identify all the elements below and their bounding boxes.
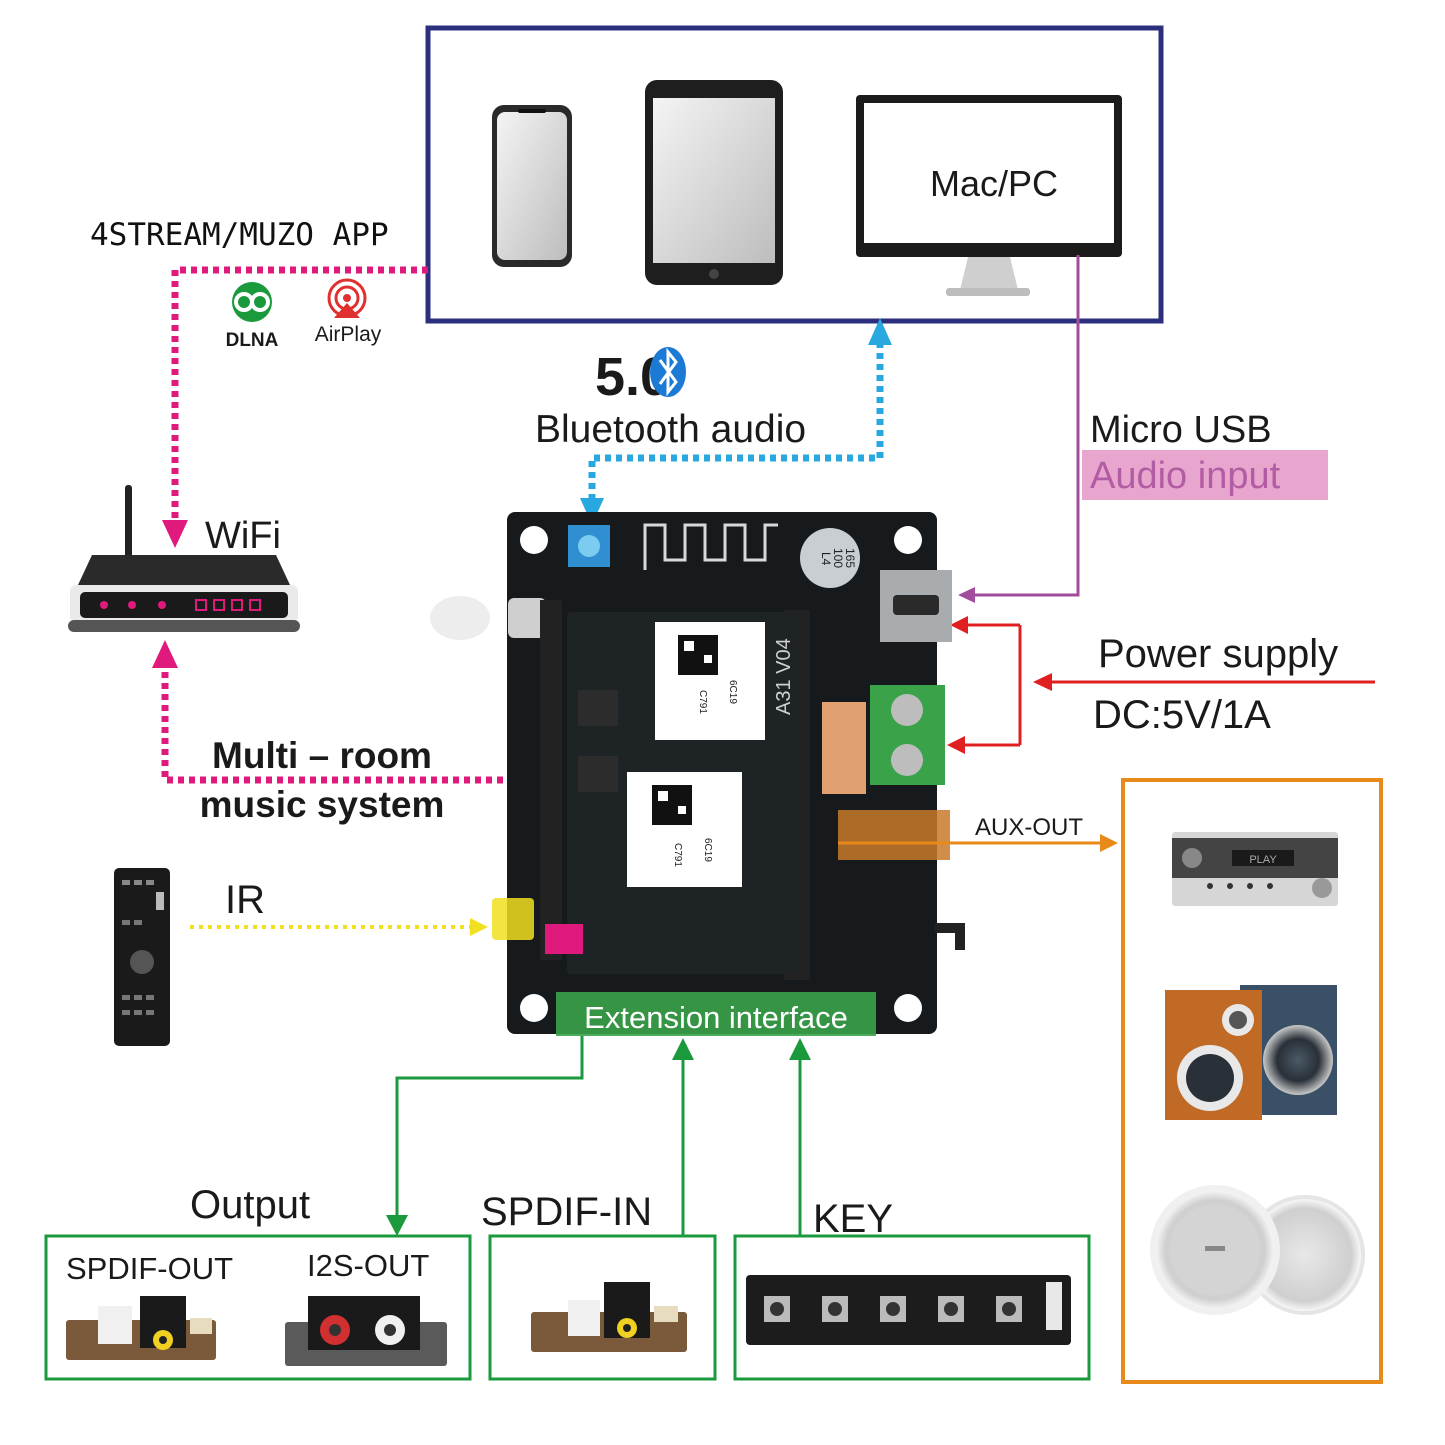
audio-board: L4 100 165 A31 V04 6C19 C791 6C19 C791: [430, 512, 965, 1036]
key-arrow-icon: [789, 1038, 811, 1060]
bookshelf-speakers-icon: [1165, 985, 1337, 1120]
board-button: [545, 924, 583, 954]
remote-control-icon: [114, 868, 170, 1046]
source-devices-frame: [425, 25, 1164, 324]
ir-receiver: [492, 898, 534, 940]
monitor-icon: Mac/PC: [856, 95, 1122, 296]
multiroom-label-line2: music system: [200, 784, 445, 825]
svg-text:C791: C791: [672, 843, 683, 867]
output-frame: [44, 1234, 472, 1381]
svg-text:C791: C791: [697, 690, 708, 714]
bluetooth-arrow-down-icon: [580, 498, 604, 525]
bluetooth-icon: [650, 347, 686, 397]
audio-input-label: Audio input: [1090, 455, 1281, 497]
mac-pc-label: Mac/PC: [930, 163, 1058, 204]
spdif-in-frame: [488, 1234, 717, 1381]
ir-label: IR: [225, 878, 265, 922]
amplifier-icon: PLAY: [1172, 832, 1338, 906]
svg-text:6C19: 6C19: [702, 838, 713, 862]
svg-text:165: 165: [843, 548, 857, 568]
spdif-in-label: SPDIF-IN: [481, 1190, 652, 1234]
wifi-app-link: [171, 266, 428, 525]
power-arrow-icon: [1033, 673, 1052, 691]
extension-label: Extension interface: [584, 1000, 848, 1035]
usb-arrow-icon: [958, 587, 975, 603]
key-board-icon: [746, 1275, 1071, 1345]
bt-audio-label: Bluetooth audio: [535, 408, 806, 451]
i2s-out-label: I2S-OUT: [307, 1248, 429, 1283]
multiroom-label-line1: Multi – room: [212, 735, 432, 776]
power-arrow-usb-icon: [950, 616, 968, 634]
spdif-in-arrow-icon: [672, 1038, 694, 1060]
svg-text:6C19: 6C19: [727, 680, 738, 704]
wifi-arrow-down-icon: [162, 520, 188, 548]
multiroom-arrow-up-icon: [152, 640, 178, 668]
svg-text:100: 100: [831, 548, 845, 568]
output-link: [395, 1036, 584, 1220]
i2s-out-board-icon: [285, 1296, 447, 1366]
bluetooth-arrow-up-icon: [868, 318, 892, 345]
spdif-out-board-icon: [66, 1296, 216, 1360]
power-arrow-terminal-icon: [947, 736, 965, 754]
airplay-label: AirPlay: [315, 323, 382, 346]
dlna-icon: [232, 282, 272, 322]
output-label: Output: [190, 1183, 310, 1227]
svg-text:A31 V04: A31 V04: [773, 638, 795, 715]
smartphone-icon: [492, 105, 572, 267]
svg-text:PLAY: PLAY: [1249, 854, 1277, 866]
spdif-in-board-icon: [531, 1282, 687, 1352]
usb-link: [970, 255, 1080, 597]
extension-connector: [556, 992, 876, 1036]
key-frame: [733, 1234, 1091, 1381]
audio-input-highlight: [1082, 450, 1328, 500]
wifi-label: WiFi: [205, 515, 281, 557]
ceiling-speakers-icon: [1150, 1185, 1365, 1315]
router-icon: [68, 485, 300, 632]
aux-out-arrow-icon: [1100, 834, 1118, 852]
svg-text:L4: L4: [819, 552, 833, 566]
airplay-icon: [327, 278, 367, 318]
dc-label: DC:5V/1A: [1093, 693, 1271, 737]
tablet-icon: [645, 80, 783, 285]
dlna-label: DLNA: [226, 330, 279, 351]
ir-arrow-icon: [470, 918, 488, 936]
output-arrow-icon: [386, 1215, 408, 1236]
capacitor: [800, 528, 860, 588]
bluetooth-link: [588, 342, 884, 500]
aux-jack: [838, 810, 950, 860]
speaker-devices-frame: [1121, 778, 1383, 1384]
micro-usb-label: Micro USB: [1090, 409, 1272, 451]
spdif-out-label: SPDIF-OUT: [66, 1251, 233, 1286]
aux-out-label: AUX-OUT: [975, 814, 1083, 841]
app-label: 4STREAM/MUZO APP: [90, 217, 389, 253]
key-label: KEY: [813, 1197, 893, 1241]
power-supply-label: Power supply: [1098, 632, 1338, 676]
aux-header: [822, 702, 866, 794]
